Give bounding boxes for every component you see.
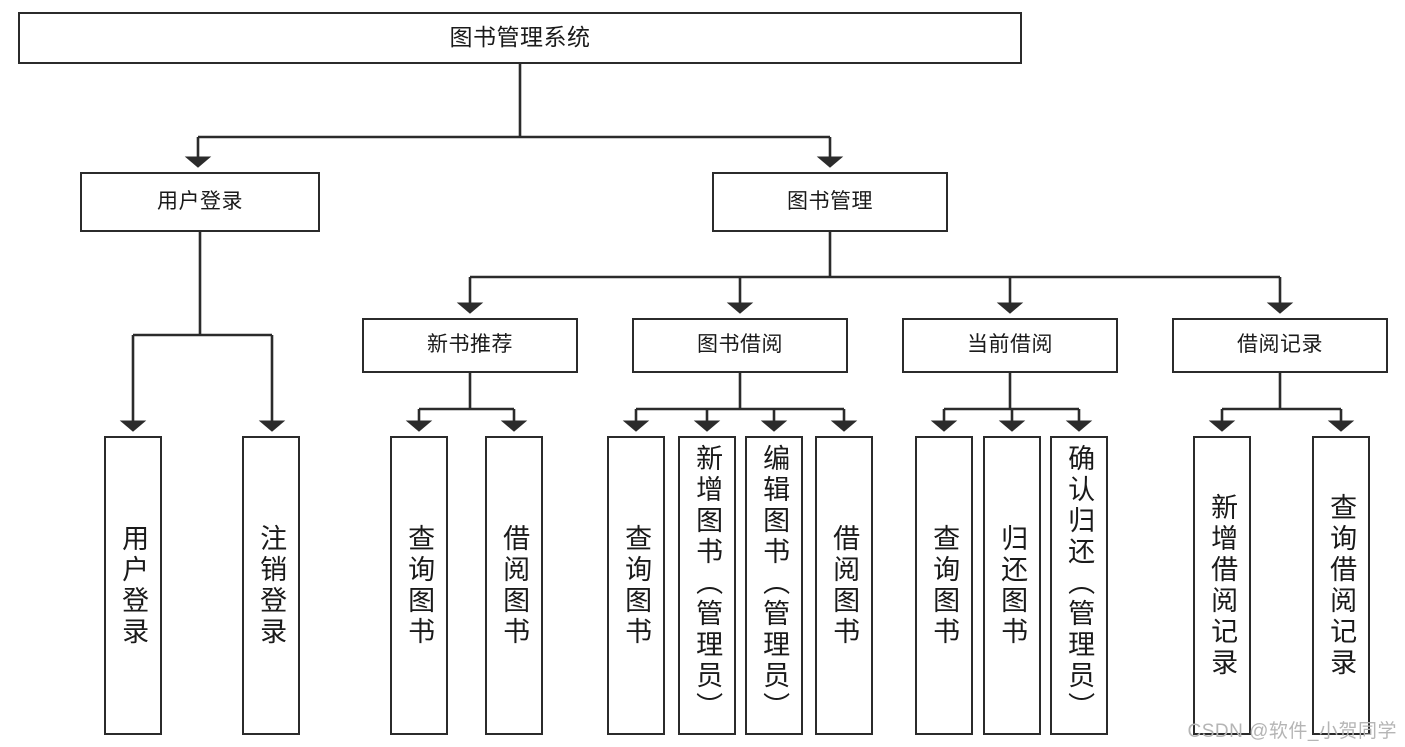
node-leaf-edit-book[interactable]: 编辑图书（管理员） xyxy=(745,436,803,735)
node-label: 图书管理 xyxy=(787,189,873,213)
node-leaf-logout[interactable]: 注销登录 xyxy=(242,436,300,735)
node-root-system[interactable]: 图书管理系统 xyxy=(18,12,1022,64)
node-label: 确认归还（管理员） xyxy=(1064,444,1095,723)
node-leaf-query-book-borrow[interactable]: 查询图书 xyxy=(607,436,665,735)
node-new-book-recommend[interactable]: 新书推荐 xyxy=(362,318,578,373)
node-label: 用户登录 xyxy=(118,523,149,648)
node-label: 查询图书 xyxy=(929,523,960,648)
watermark-text: CSDN @软件_小贺同学 xyxy=(1187,721,1397,742)
node-label: 图书管理系统 xyxy=(449,24,591,51)
node-current-loan[interactable]: 当前借阅 xyxy=(902,318,1118,373)
node-label: 新书推荐 xyxy=(427,333,513,357)
node-label: 编辑图书（管理员） xyxy=(759,444,790,723)
node-leaf-add-loan-record[interactable]: 新增借阅记录 xyxy=(1193,436,1251,735)
node-leaf-user-login[interactable]: 用户登录 xyxy=(104,436,162,735)
node-leaf-confirm-return[interactable]: 确认归还（管理员） xyxy=(1050,436,1108,735)
node-leaf-return-book[interactable]: 归还图书 xyxy=(983,436,1041,735)
node-label: 查询图书 xyxy=(404,523,435,648)
node-book-manage[interactable]: 图书管理 xyxy=(712,172,948,232)
node-label: 注销登录 xyxy=(256,523,287,648)
node-leaf-query-loan-record[interactable]: 查询借阅记录 xyxy=(1312,436,1370,735)
node-label: 查询图书 xyxy=(621,523,652,648)
node-leaf-add-book[interactable]: 新增图书（管理员） xyxy=(678,436,736,735)
node-label: 借阅图书 xyxy=(829,523,860,648)
node-book-borrow[interactable]: 图书借阅 xyxy=(632,318,848,373)
node-leaf-query-book-current[interactable]: 查询图书 xyxy=(915,436,973,735)
node-leaf-borrow-book[interactable]: 借阅图书 xyxy=(815,436,873,735)
node-label: 借阅记录 xyxy=(1237,333,1323,357)
node-label: 新增借阅记录 xyxy=(1207,492,1238,679)
node-label: 当前借阅 xyxy=(967,333,1053,357)
node-label: 用户登录 xyxy=(157,189,243,213)
node-label: 查询借阅记录 xyxy=(1326,492,1357,679)
node-leaf-borrow-book-rec[interactable]: 借阅图书 xyxy=(485,436,543,735)
node-label: 图书借阅 xyxy=(697,333,783,357)
node-user-login[interactable]: 用户登录 xyxy=(80,172,320,232)
node-loan-record[interactable]: 借阅记录 xyxy=(1172,318,1388,373)
node-label: 借阅图书 xyxy=(499,523,530,648)
node-label: 归还图书 xyxy=(997,523,1028,648)
node-leaf-query-book-rec[interactable]: 查询图书 xyxy=(390,436,448,735)
node-label: 新增图书（管理员） xyxy=(692,444,723,723)
